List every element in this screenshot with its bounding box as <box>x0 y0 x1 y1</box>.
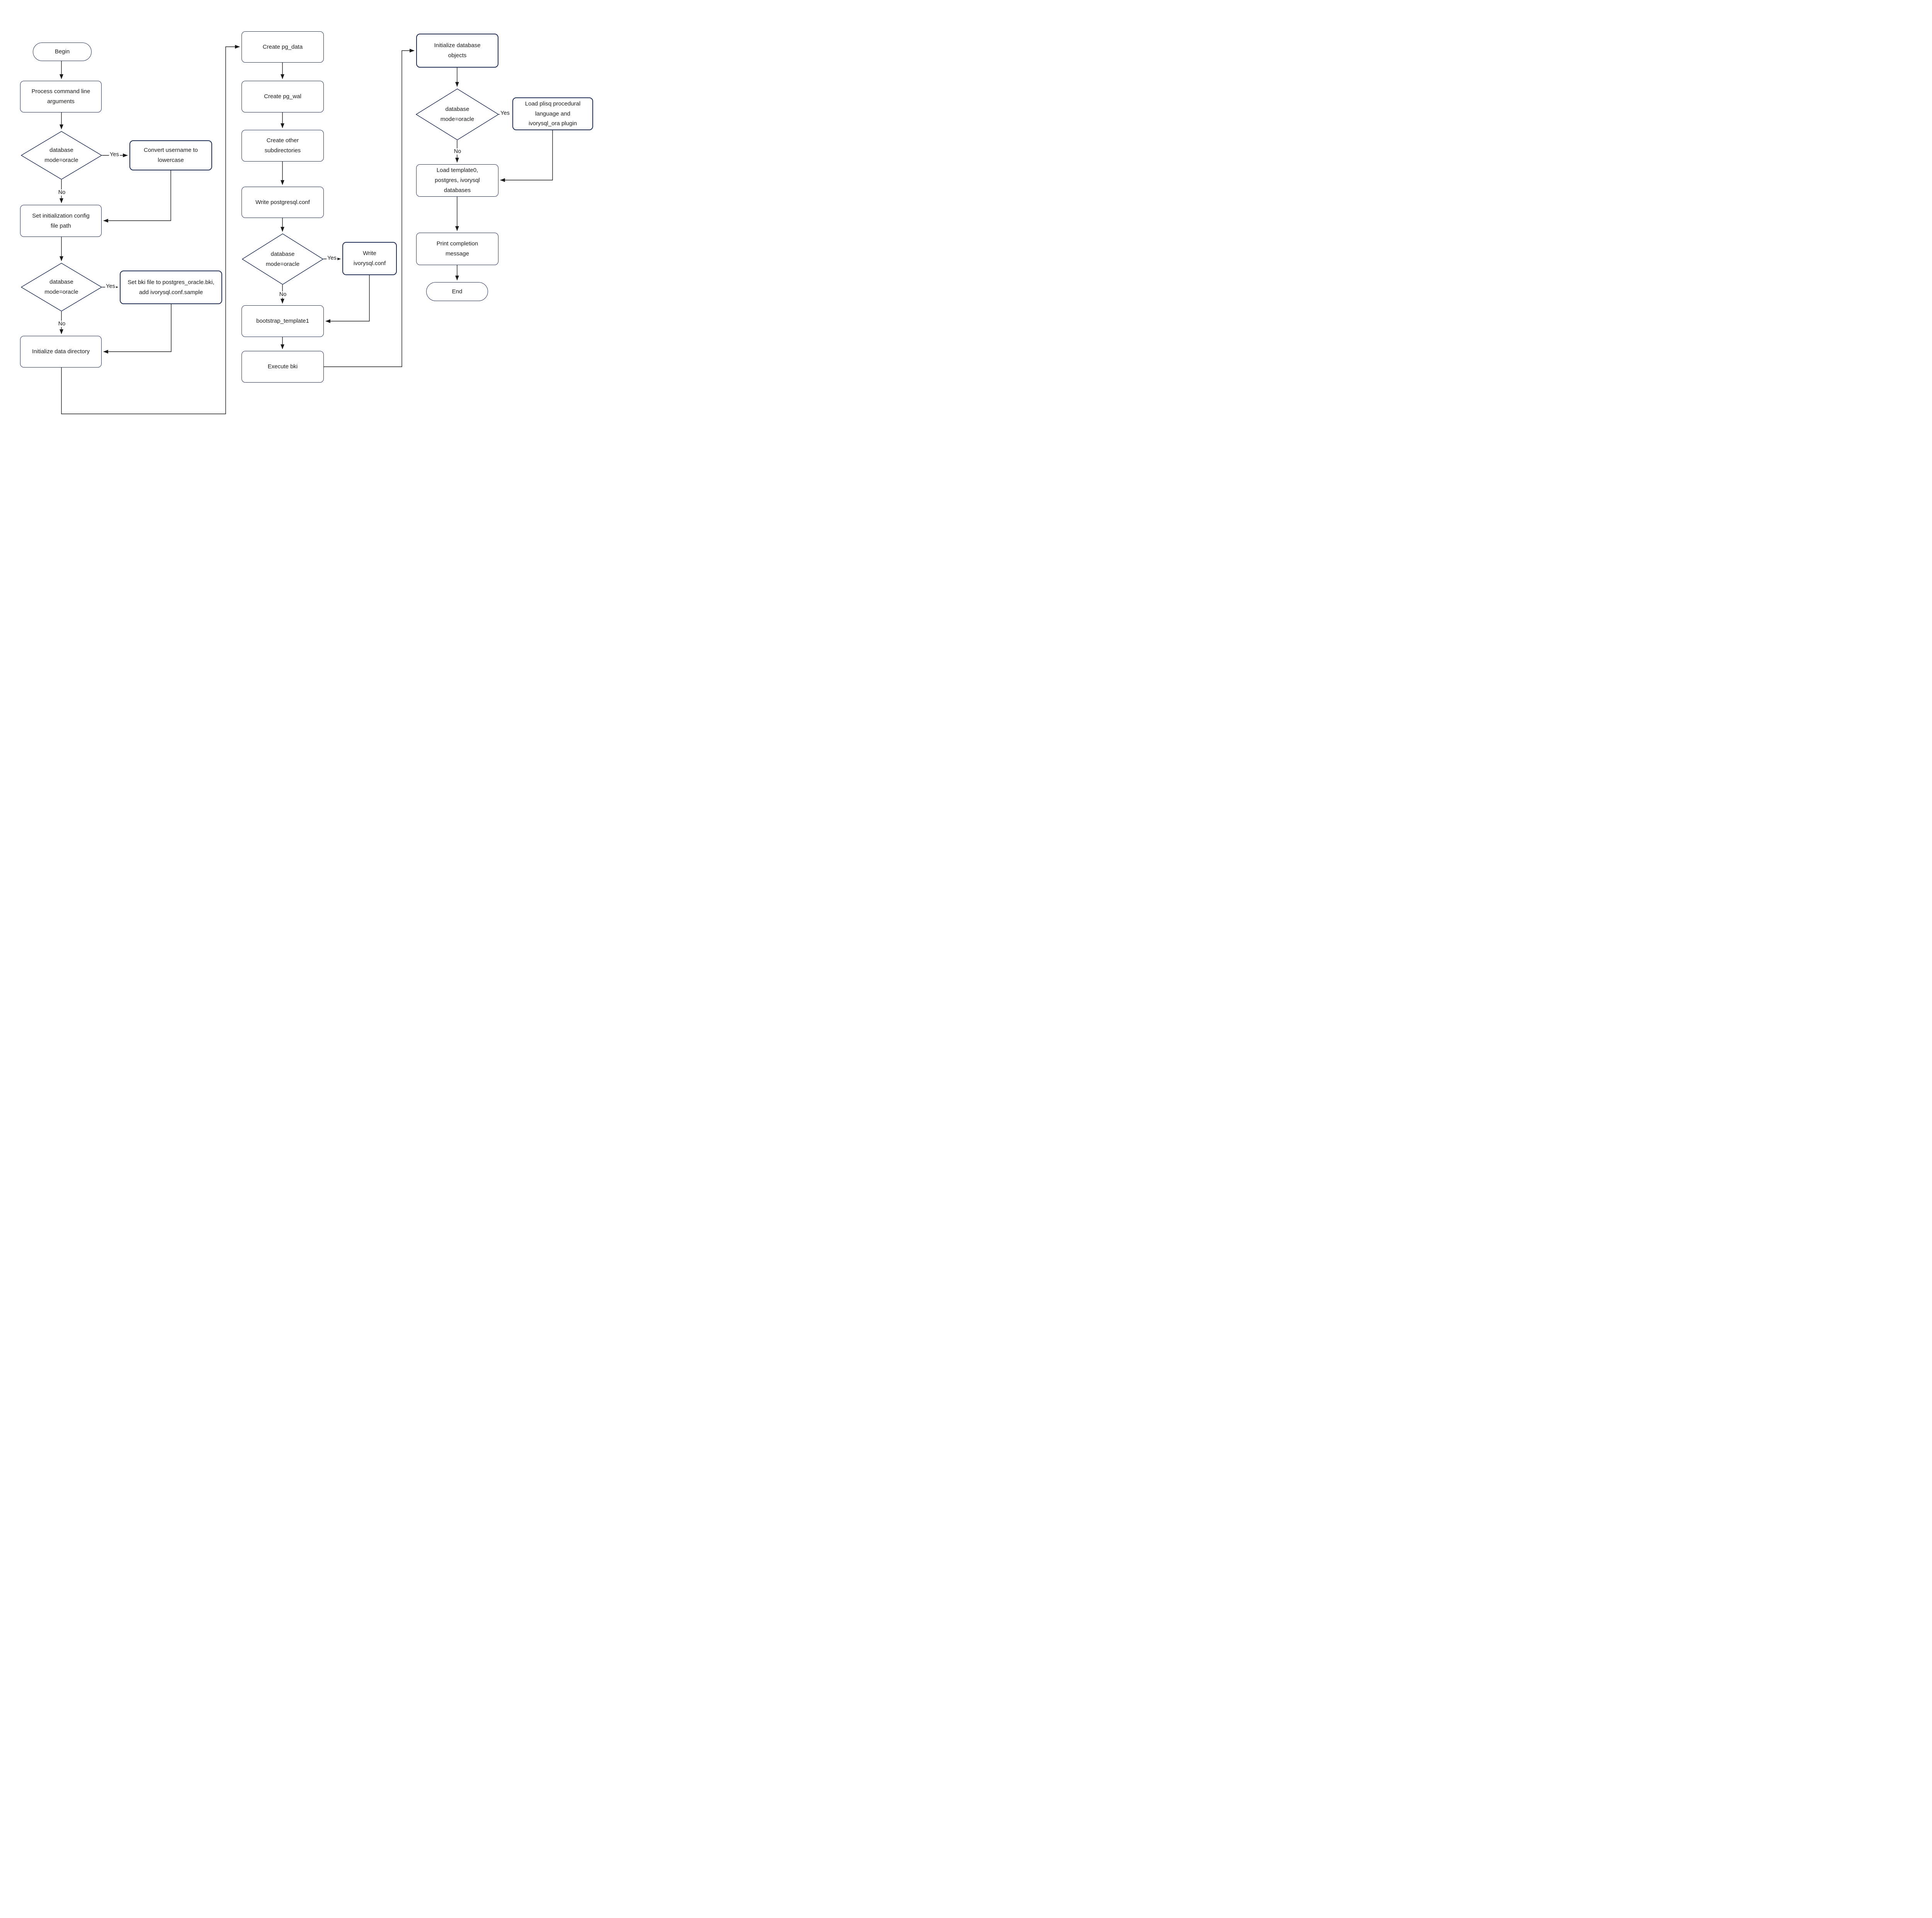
edge-label-yes: Yes <box>500 110 510 116</box>
node-execute-bki: Execute bki <box>242 351 324 383</box>
node-end: End <box>426 282 488 301</box>
decision-database-mode-oracle-3: database mode=oracle <box>242 233 323 285</box>
node-initialize-database-objects: Initialize database objects <box>416 34 498 68</box>
edge-label-yes: Yes <box>327 255 337 261</box>
decision-label: database mode=oracle <box>44 279 78 295</box>
node-create-other-subdirectories: Create other subdirectories <box>242 130 324 162</box>
node-load-template0-postgres-ivorysql: Load template0, postgres, ivorysql datab… <box>416 164 498 197</box>
edge-loadplisq-loadtmpl <box>500 130 553 182</box>
node-bootstrap-template1: bootstrap_template1 <box>242 305 324 337</box>
node-create-pg-data: Create pg_data <box>242 31 324 63</box>
edge-label-no: No <box>278 291 287 298</box>
edge-setbki-initdata <box>103 304 172 354</box>
decision-database-mode-oracle-1: database mode=oracle <box>21 131 102 180</box>
decision-label: database mode=oracle <box>44 147 78 163</box>
node-begin: Begin <box>33 43 92 61</box>
node-write-ivorysql-conf: Write ivorysql.conf <box>342 242 397 275</box>
node-set-initialization-config-file-path: Set initialization config file path <box>20 205 102 237</box>
node-write-postgresql-conf: Write postgresql.conf <box>242 187 324 218</box>
node-convert-username-lowercase: Convert username to lowercase <box>129 140 212 170</box>
node-set-bki-file: Set bki file to postgres_oracle.bki, add… <box>120 271 222 304</box>
node-print-completion-message: Print completion message <box>416 233 498 265</box>
node-create-pg-wal: Create pg_wal <box>242 81 324 112</box>
edge-label-yes: Yes <box>105 283 116 289</box>
decision-database-mode-oracle-4: database mode=oracle <box>416 88 499 140</box>
edge-label-no: No <box>57 321 66 327</box>
node-load-plisq-procedural-language: Load plisq procedural language and ivory… <box>512 97 593 130</box>
edge-label-no: No <box>57 189 66 196</box>
decision-label: database mode=oracle <box>440 106 474 123</box>
decision-label: database mode=oracle <box>265 250 300 267</box>
edge-convert-setinit <box>103 170 171 223</box>
decision-database-mode-oracle-2: database mode=oracle <box>21 263 102 311</box>
diamond-shape <box>21 263 102 311</box>
edge-execbki-initdb <box>324 49 415 367</box>
flowchart-canvas: Begin Process command line arguments dat… <box>0 0 598 423</box>
edge-initdata-pgdata <box>61 45 240 414</box>
edge-ivoryconf-bootstrap <box>325 275 370 323</box>
node-initialize-data-directory: Initialize data directory <box>20 336 102 368</box>
diamond-shape <box>242 233 323 285</box>
connector-lines <box>60 45 553 414</box>
edge-label-no: No <box>453 148 462 155</box>
edge-label-yes: Yes <box>109 151 120 158</box>
diamond-shape <box>416 88 499 140</box>
diamond-shape <box>21 131 102 180</box>
node-process-command-line-arguments: Process command line arguments <box>20 81 102 112</box>
